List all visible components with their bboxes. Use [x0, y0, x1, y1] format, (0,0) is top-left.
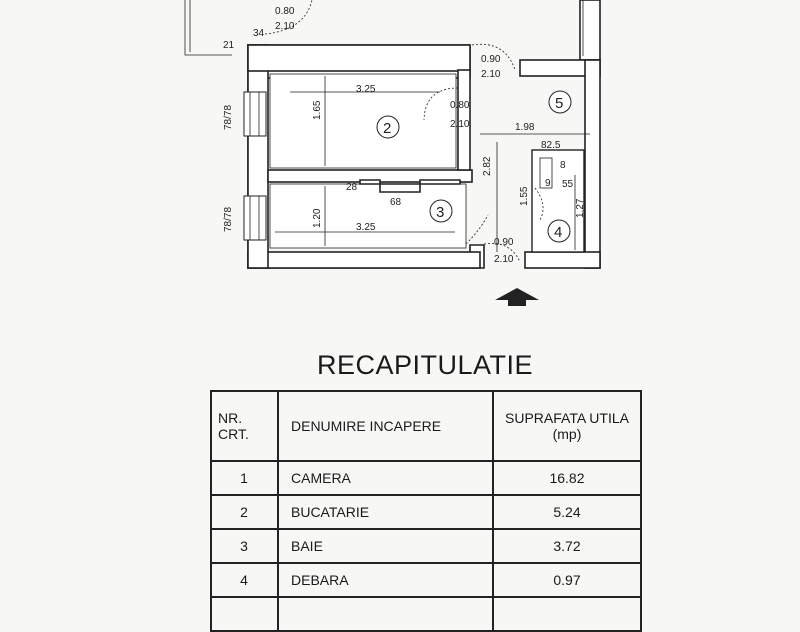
dim-hall-width: 1.98: [515, 122, 535, 133]
dim-room4-depth: 1.55: [519, 186, 530, 206]
column-header-area: SUPRAFATA UTILA (mp): [492, 390, 642, 462]
room-number: 5: [555, 95, 563, 112]
dim-door-right-height: 2.10: [481, 69, 501, 80]
dim-room4-d: 1.27: [575, 198, 586, 218]
recap-title: RECAPITULATIE: [316, 350, 534, 380]
row-name: BUCATARIE: [277, 494, 494, 530]
table-row: 3 BAIE 3.72: [210, 528, 642, 564]
row-nr: 4: [210, 562, 279, 598]
dim-room2-width: 3.25: [356, 84, 376, 95]
row-nr: 3: [210, 528, 279, 564]
room-number: 4: [554, 224, 562, 241]
floor-plan: 5 2 3 4 0.80 2.10 34 21 0.90 2.10 3.25 1…: [184, 0, 601, 306]
dim-room4-b: 9: [545, 178, 551, 189]
row-nr: 1: [210, 460, 279, 496]
dim-room4-a: 8: [560, 160, 566, 171]
dim-door-right-width: 0.90: [481, 54, 501, 65]
row-name: DEBARA: [277, 562, 494, 598]
room3-door-swing: [465, 214, 489, 245]
floor-plan-drawing: 5 2 3 4 0.80 2.10 34 21 0.90 2.10 3.25 1…: [184, 0, 601, 306]
entrance-arrow-icon: [495, 288, 539, 306]
entry-door-top-swing: [471, 43, 516, 71]
room-number: 3: [436, 204, 444, 221]
dim-window-upper: 78/78: [223, 105, 234, 130]
window-upper: [243, 91, 267, 137]
column-header-nr: NR. CRT.: [210, 390, 279, 462]
dim-room2-door-width: 0.80: [450, 100, 470, 111]
room2-door-swing: [423, 87, 459, 121]
dim-entry-door-height: 2.10: [494, 254, 514, 265]
dim-top-door-height: 2.10: [275, 21, 295, 32]
column-header-name: DENUMIRE INCAPERE: [277, 390, 494, 462]
table-header-row: NR. CRT. DENUMIRE INCAPERE SUPRAFATA UTI…: [210, 390, 642, 462]
table-row: 1 CAMERA 16.82: [210, 460, 642, 496]
wall-south: [247, 251, 481, 269]
room1-outline: [184, 0, 232, 56]
dim-room3-notch-width: 68: [390, 197, 402, 208]
row-name: CAMERA: [277, 460, 494, 496]
wall-room2-east: [457, 69, 471, 171]
dim-top-door-width: 0.80: [275, 6, 295, 17]
row-area: 3.72: [492, 528, 642, 564]
room-4-marker: 4: [547, 219, 571, 243]
wall-east: [584, 59, 601, 269]
table-row: 4 DEBARA 0.97: [210, 562, 642, 598]
row-area: 5.24: [492, 494, 642, 530]
dim-room4-width: 82.5: [541, 140, 561, 151]
dim-room2-depth: 1.65: [312, 100, 323, 120]
table-row: 2 BUCATARIE 5.24: [210, 494, 642, 530]
row-name: BAIE: [277, 528, 494, 564]
wall-north: [247, 44, 471, 72]
dim-hall-length: 2.82: [482, 156, 493, 176]
room-3-marker: 3: [429, 199, 453, 223]
recap-table: NR. CRT. DENUMIRE INCAPERE SUPRAFATA UTI…: [210, 390, 642, 632]
dim-entry-door-width: 0.90: [494, 237, 514, 248]
room-2-marker: 2: [376, 115, 400, 139]
room-2: [269, 73, 457, 169]
dim-room2-door-height: 2.10: [450, 119, 470, 130]
row-area: 0.97: [492, 562, 642, 598]
dim-top-offset-a: 34: [253, 28, 265, 39]
dim-room3-depth: 1.20: [312, 208, 323, 228]
row-area: 16.82: [492, 460, 642, 496]
room3-notch: [359, 179, 461, 193]
room-number: 2: [383, 120, 391, 137]
table-row: [210, 596, 642, 632]
dim-room4-c: 55: [562, 179, 574, 190]
window-lower: [243, 195, 267, 241]
dim-top-offset-b: 21: [223, 40, 235, 51]
dim-room3-notch: 28: [346, 182, 358, 193]
room1-door-swing: [264, 0, 313, 35]
row-nr: 2: [210, 494, 279, 530]
wall-hall-south: [524, 251, 601, 269]
room-5-marker: 5: [548, 90, 572, 114]
dim-window-lower: 78/78: [223, 207, 234, 232]
dim-room3-width: 3.25: [356, 222, 376, 233]
